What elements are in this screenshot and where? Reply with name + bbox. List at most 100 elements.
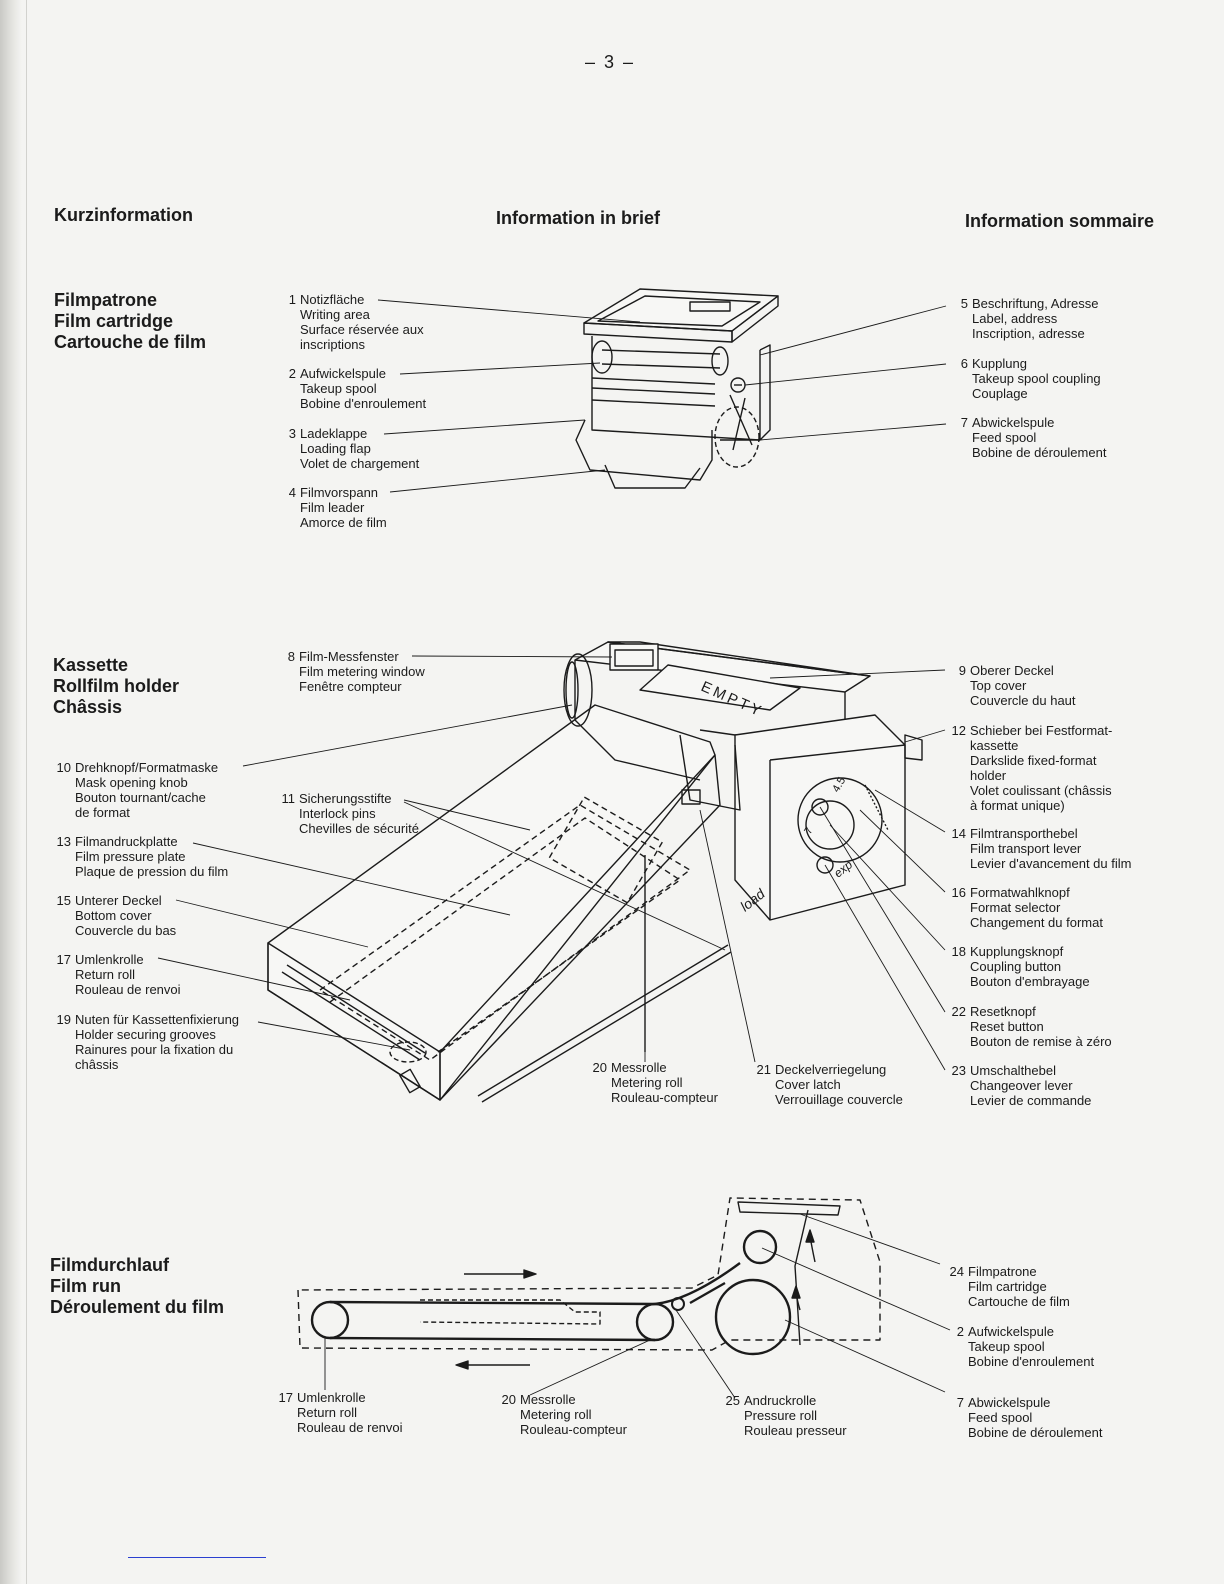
callout-line: Metering roll: [520, 1407, 592, 1422]
callout-line: Format selector: [970, 900, 1061, 915]
callout-line: Bottom cover: [75, 908, 152, 923]
callout-line: Film cartridge: [968, 1279, 1047, 1294]
callout-line: Fenêtre compteur: [299, 679, 402, 694]
callout-line: Umlenkrolle: [297, 1390, 366, 1405]
callout-number: 1: [288, 292, 296, 307]
callout-number: 11: [281, 791, 296, 806]
section-title-line: Cartouche de film: [54, 332, 207, 352]
callout-number: 3: [288, 426, 296, 441]
callout-16-format-selector: 16 Formatwahlknopf Format selector Chang…: [952, 885, 1103, 930]
heading-german: Kurzinformation: [54, 205, 193, 225]
callout-4-film-leader: 4 Filmvorspann Film leader Amorce de fil…: [289, 485, 387, 530]
section-title-line: Filmdurchlauf: [50, 1255, 170, 1275]
page-number: – 3 –: [584, 52, 636, 72]
callout-line: Return roll: [297, 1405, 357, 1420]
callout-line: Abwickelspule: [972, 415, 1055, 430]
callout-17-return-roll: 17 Umlenkrolle Return roll Rouleau de re…: [57, 952, 181, 997]
callout-line: Bobine d'enroulement: [968, 1354, 1095, 1369]
callout-number: 15: [56, 893, 71, 908]
callout-line: Changement du format: [970, 915, 1103, 930]
callout-line: Chevilles de sécurité: [299, 821, 419, 836]
callout-line: Changeover lever: [970, 1078, 1073, 1093]
callout-line: Drehknopf/Formatmaske: [75, 760, 219, 775]
callout-12-darkslide: 12 Schieber bei Festformat- kassette Dar…: [952, 723, 1113, 813]
callout-line: Abwickelspule: [968, 1395, 1051, 1410]
callout-line: Volet coulissant (châssis: [970, 783, 1112, 798]
section-title-line: Filmpatrone: [54, 290, 158, 310]
callout-line: Takeup spool coupling: [972, 371, 1101, 386]
callout-number: 22: [951, 1004, 966, 1019]
section-title-filmrun: Filmdurchlauf Film run Déroulement du fi…: [50, 1255, 224, 1318]
callout-line: Rouleau de renvoi: [297, 1420, 403, 1435]
callout-line: Bouton tournant/cache: [75, 790, 206, 805]
callout-line: Couplage: [972, 386, 1028, 401]
callout-line: Mask opening knob: [75, 775, 188, 790]
callout-line: Filmpatrone: [968, 1264, 1037, 1279]
callout-number: 25: [725, 1393, 740, 1408]
callout-number: 20: [592, 1060, 607, 1075]
callout-number: 14: [951, 826, 966, 841]
callout-line: Couvercle du haut: [970, 693, 1076, 708]
callout-line: Film pressure plate: [75, 849, 186, 864]
callout-line: Takeup spool: [968, 1339, 1045, 1354]
callout-number: 16: [951, 885, 966, 900]
rollfilm-holder-illustration: [267, 641, 923, 1103]
callout-number: 21: [756, 1062, 771, 1077]
callout-line: Pressure roll: [744, 1408, 817, 1423]
section-title-line: Rollfilm holder: [53, 676, 179, 696]
callout-line: Aufwickelspule: [968, 1324, 1054, 1339]
callout-number: 7: [956, 1395, 964, 1410]
callout-line: Kupplung: [972, 356, 1027, 371]
callout-2-takeup-spool: 2 Aufwickelspule Takeup spool Bobine d'e…: [289, 366, 426, 411]
callout-6-coupling: 6 Kupplung Takeup spool coupling Couplag…: [961, 356, 1101, 401]
callout-line: Kupplungsknopf: [970, 944, 1064, 959]
callout-line: Reset button: [970, 1019, 1044, 1034]
callout-number: 17: [278, 1390, 293, 1405]
callout-3-loading-flap: 3 Ladeklappe Loading flap Volet de charg…: [289, 426, 419, 471]
section-title-line: Film run: [50, 1276, 121, 1296]
callout-number: 13: [56, 834, 71, 849]
callout-20-metering-roll-run: 20 Messrolle Metering roll Rouleau-compt…: [502, 1392, 627, 1437]
callout-14-transport-lever: 14 Filmtransporthebel Film transport lev…: [952, 826, 1132, 871]
callout-number: 5: [960, 296, 968, 311]
heading-english: Information in brief: [496, 208, 660, 228]
section-title-holder: Kassette Rollfilm holder Châssis: [53, 655, 179, 718]
callout-number: 20: [501, 1392, 516, 1407]
callout-22-reset-button: 22 Resetknopf Reset button Bouton de rem…: [952, 1004, 1112, 1049]
section-title-line: Châssis: [53, 697, 123, 717]
leader-lines: [157, 299, 951, 1399]
callout-line: Messrolle: [520, 1392, 576, 1407]
callout-23-changeover-lever: 23 Umschalthebel Changeover lever Levier…: [952, 1063, 1092, 1108]
callout-line: Formatwahlknopf: [970, 885, 1070, 900]
callout-line: Coupling button: [970, 959, 1062, 974]
callout-line: Messrolle: [611, 1060, 667, 1075]
callout-line: Label, address: [972, 311, 1058, 326]
callout-number: 18: [951, 944, 966, 959]
callout-9-top-cover: 9 Oberer Deckel Top cover Couvercle du h…: [959, 663, 1076, 708]
callout-number: 24: [949, 1264, 964, 1279]
callout-line: à format unique): [970, 798, 1065, 813]
callout-line: Cover latch: [775, 1077, 841, 1092]
callout-line: Schieber bei Festformat-: [970, 723, 1113, 738]
callout-line: Andruckrolle: [744, 1393, 817, 1408]
callout-line: Nuten für Kassettenfixierung: [75, 1012, 240, 1027]
callout-line: de format: [75, 805, 130, 820]
callout-7-feed-spool-run: 7 Abwickelspule Feed spool Bobine de dér…: [957, 1395, 1103, 1440]
aperture-marking-1: 7: [802, 825, 815, 836]
callout-line: Writing area: [300, 307, 370, 322]
callout-line: Ladeklappe: [300, 426, 368, 441]
callout-line: Beschriftung, Adresse: [972, 296, 1099, 311]
callout-line: holder: [970, 768, 1007, 783]
callout-line: Takeup spool: [300, 381, 377, 396]
callout-line: Film-Messfenster: [299, 649, 399, 664]
callout-line: inscriptions: [300, 337, 366, 352]
page-binding-shadow: [0, 0, 22, 1584]
callout-line: Feed spool: [972, 430, 1037, 445]
callout-line: Bouton de remise à zéro: [970, 1034, 1112, 1049]
callout-line: Filmandruckplatte: [75, 834, 178, 849]
callout-line: Feed spool: [968, 1410, 1033, 1425]
callout-18-coupling-button: 18 Kupplungsknopf Coupling button Bouton…: [952, 944, 1090, 989]
callout-line: Film metering window: [299, 664, 425, 679]
callout-line: Rouleau-compteur: [611, 1090, 718, 1105]
